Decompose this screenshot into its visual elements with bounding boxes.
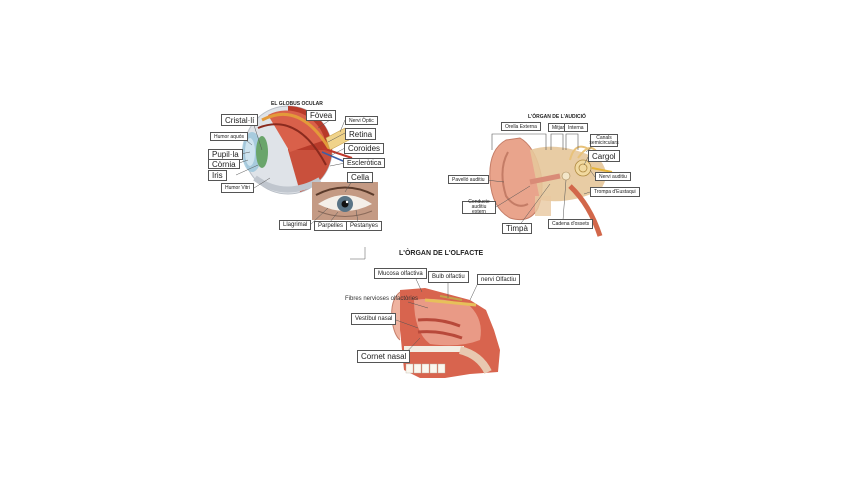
label-iris: Iris [208,170,227,181]
label-conducte: Conducte auditiu extern [462,201,496,214]
label-nervi-optic: Nervi Òptic [345,116,378,125]
label-retina: Retina [345,128,376,140]
label-cadena: Cadena d'ossets [548,219,593,229]
label-humor-aquos: Humor aquós [210,132,248,141]
label-timpa: Timpà [502,223,532,234]
label-llagrimal: Llagrimal [279,220,311,230]
label-nervi-olfactiu: nervi Olfactiu [477,274,520,285]
label-cella: Cella [347,172,373,183]
label-humor-vitri: Humor Vitri [221,183,254,193]
nose-title: L'ÒRGAN DE L'OLFACTE [399,250,483,257]
label-canals-semicirculars: Canals semicirculars [590,134,618,147]
label-coroides: Coroides [344,143,384,154]
label-interna: Interna [564,123,588,132]
label-trompa: Trompa d'Eustaqui [590,187,640,197]
label-cornia: Còrnia [208,159,240,169]
label-fovea: Fòvea [306,110,336,121]
label-cristall: Cristal·lí [221,114,258,126]
label-fibres: Fibres nervioses olfactòries [345,296,418,302]
label-nervi-auditiu: Nervi auditiu [595,172,631,181]
label-mucosa: Mucosa olfactiva [374,268,427,279]
label-cargol: Cargol [588,150,620,162]
eye-title: EL GLOBUS OCULAR [271,101,323,107]
label-pestanyes: Pestanyes [346,221,382,231]
label-bulb: Bulb olfactiu [428,271,469,283]
label-cornet: Cornet nasal [357,350,410,363]
label-orella-externa: Orella Externa [501,122,541,131]
eye-photo [312,182,378,220]
ear-title: L'ÒRGAN DE L'AUDICIÓ [528,114,586,120]
label-pavello: Pavelló auditiu [448,175,489,184]
label-esclerotica: Escleròtica [343,158,385,168]
label-vestibul: Vestíbul nasal [351,313,396,325]
label-parpelles: Parpelles [314,221,347,231]
